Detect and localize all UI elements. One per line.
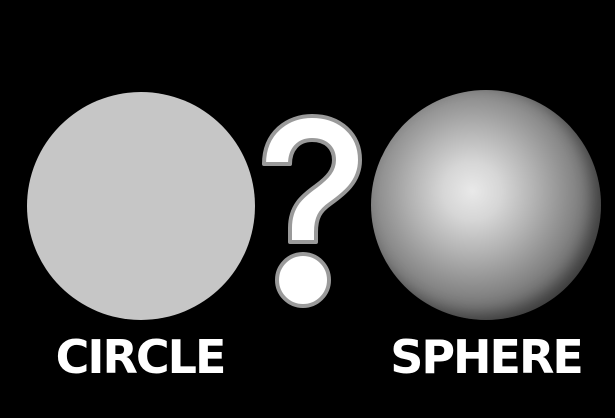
circle-label: CIRCLE	[40, 327, 240, 387]
sphere-label: SPHERE	[377, 327, 595, 387]
shaded-sphere-shape	[371, 90, 601, 320]
flat-circle-shape	[27, 92, 255, 320]
question-mark-icon	[250, 110, 368, 320]
